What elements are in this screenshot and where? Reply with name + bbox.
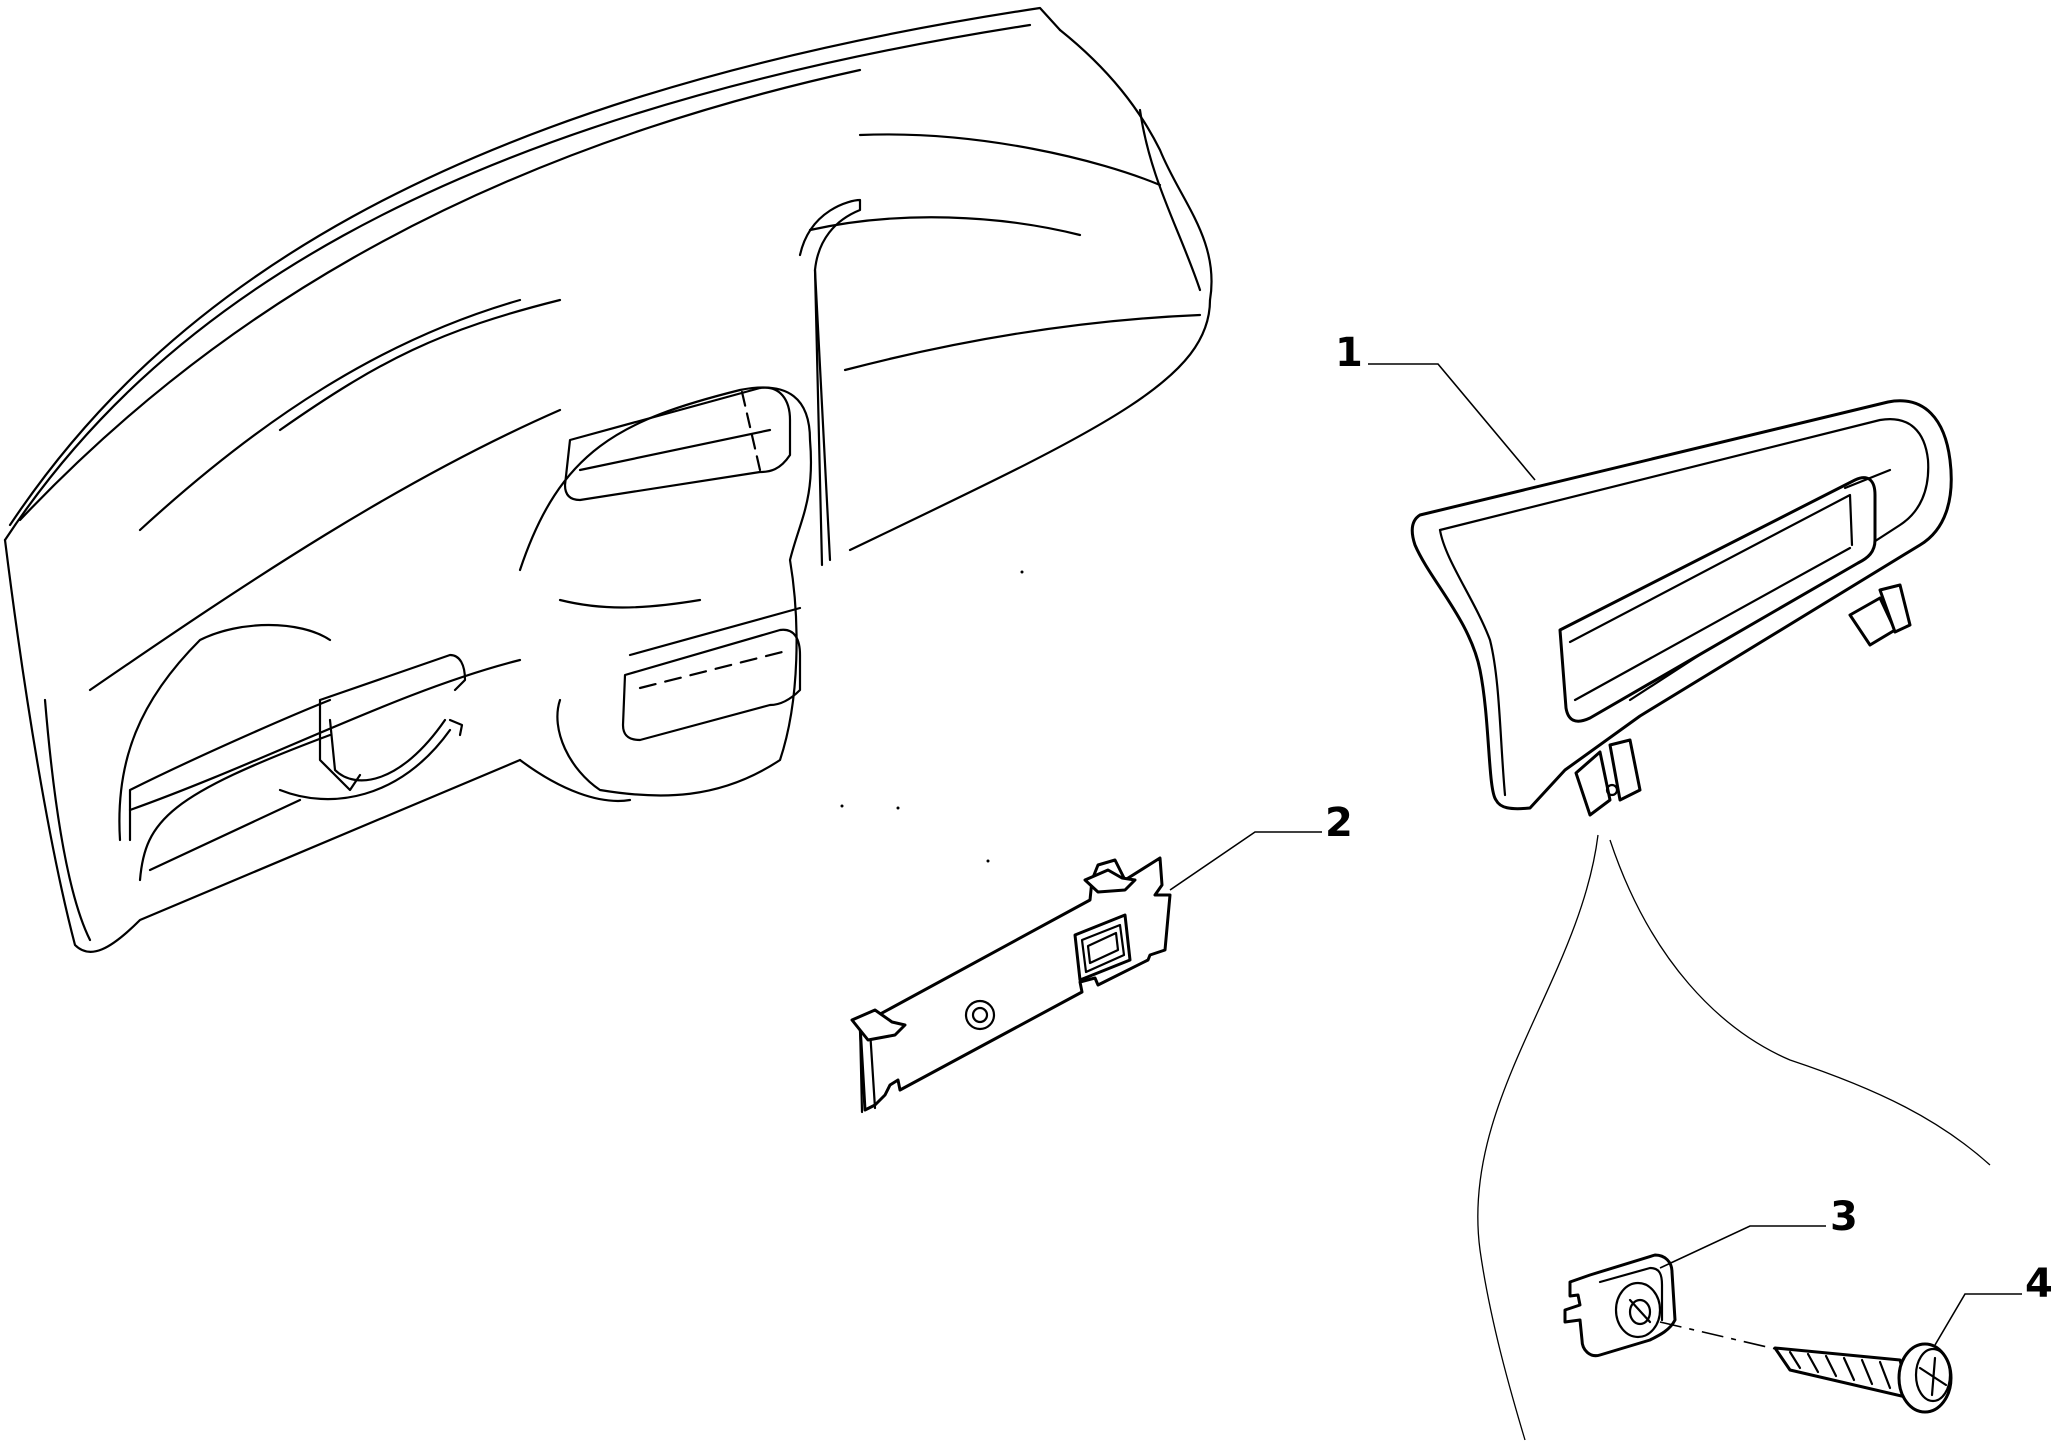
part-3-nut-clip	[1563, 1253, 1677, 1358]
callout-4: 4	[1934, 1261, 2053, 1346]
part-2-bracket	[850, 856, 1172, 1114]
callout-1-label: 1	[1335, 330, 1363, 376]
callout-3-label: 3	[1830, 1194, 1858, 1240]
callout-3-leader	[1659, 1225, 1826, 1269]
stray-marks	[840, 570, 1024, 863]
callout-2-label: 2	[1325, 800, 1353, 846]
callout-3: 3	[1659, 1194, 1858, 1269]
dashboard-assembly	[3, 6, 1213, 953]
assembly-centre-line	[1659, 1321, 1781, 1351]
detail-arc-right	[1609, 839, 1991, 1166]
callout-1-leader	[1368, 363, 1536, 481]
callout-2-leader	[1169, 831, 1322, 891]
part-4-screw	[1773, 1342, 1953, 1414]
part-1-radio-bezel	[1410, 399, 1953, 817]
detail-arc-left	[1477, 834, 1599, 1441]
callout-4-label: 4	[2025, 1261, 2053, 1307]
callout-1: 1	[1335, 330, 1536, 481]
callout-4-leader	[1934, 1293, 2022, 1346]
callout-2: 2	[1169, 800, 1353, 891]
